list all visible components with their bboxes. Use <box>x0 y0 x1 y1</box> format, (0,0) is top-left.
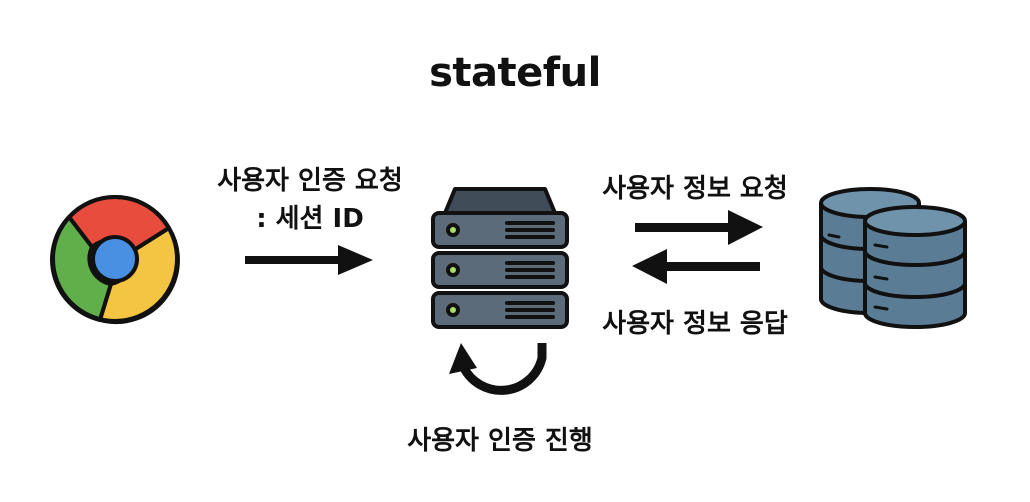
user-info-response-label: 사용자 정보 응답 <box>602 309 788 339</box>
server-to-db-arrow <box>635 210 763 245</box>
server-rack-icon <box>431 187 569 329</box>
auth-loop-arrow <box>449 343 547 395</box>
database-icon <box>819 187 967 329</box>
session-id-label: : 세션 ID <box>256 204 364 234</box>
client-to-server-arrow <box>245 245 373 275</box>
user-info-request-label: 사용자 정보 요청 <box>602 174 788 204</box>
auth-progress-label: 사용자 인증 진행 <box>407 426 593 456</box>
diagram-title: stateful <box>429 50 601 96</box>
auth-request-label: 사용자 인증 요청 <box>217 166 403 196</box>
db-to-server-arrow <box>632 249 760 284</box>
chrome-browser-icon <box>50 194 180 325</box>
